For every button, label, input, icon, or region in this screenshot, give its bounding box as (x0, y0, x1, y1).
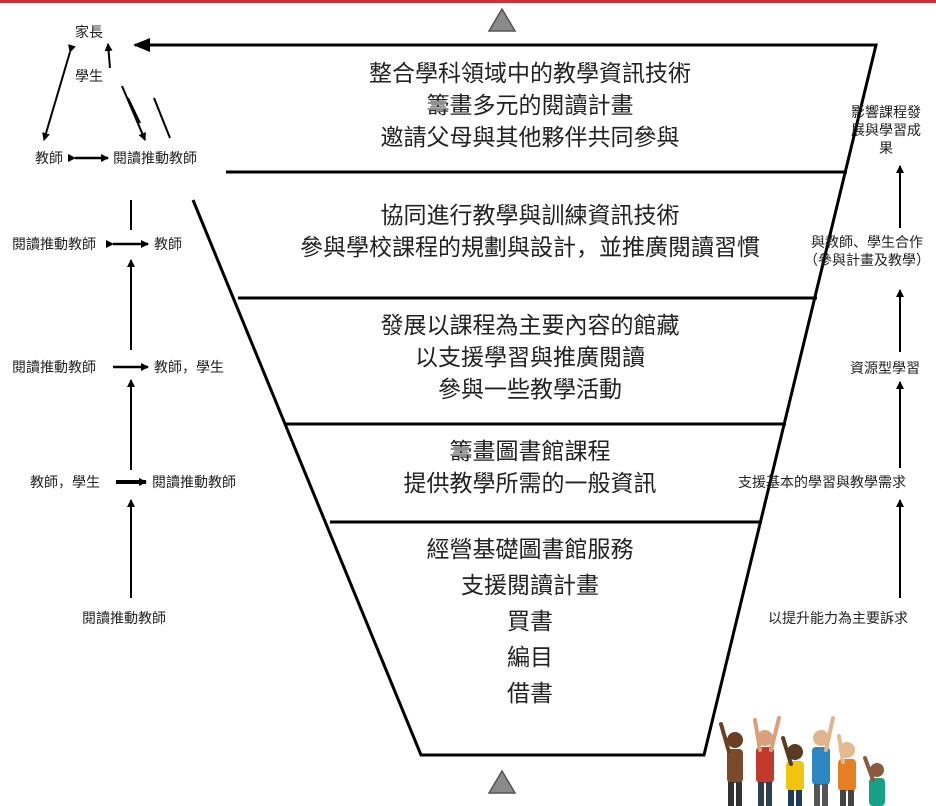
pyramid-level-2: 協同進行教學與訓練資訊技術 參與學校課程的規劃與設計，並推廣閱讀習慣 (230, 200, 830, 264)
slash-mark-2 (153, 97, 171, 139)
pyramid-level-4: 籌畫圖書館課程 提供教學所需的一般資訊 (230, 436, 830, 500)
right-label-1-line-2: 展與學習成 (851, 123, 921, 139)
level-4-line-1: 籌畫圖書館課程 (449, 439, 611, 465)
arrow-parent-teacher (42, 44, 76, 141)
label-l4-source: 教師，學生 (30, 475, 100, 491)
right-label-4: 支援基本的學習與教學需求 (738, 475, 906, 491)
label-student: 學生 (75, 69, 103, 85)
label-l1-teacher: 教師 (35, 151, 63, 167)
pyramid-top-arrowhead (133, 38, 150, 52)
level-3-line-3: 參與一些教學活動 (438, 377, 622, 403)
level-5-line-4: 編目 (507, 645, 553, 671)
level-1-line-3: 邀請父母與其他夥伴共同參與 (380, 125, 680, 151)
level-5-line-2: 支援閱讀計畫 (461, 573, 599, 599)
level-5-line-3: 買書 (507, 609, 553, 635)
top-accent-bar (0, 0, 936, 3)
level-5-line-1: 經營基礎圖書館服務 (426, 537, 634, 563)
label-l2-teacher: 教師 (154, 237, 182, 253)
level-1-line-2: 籌畫多元的閱讀計畫 (426, 93, 634, 119)
level-2-line-2: 參與學校課程的規劃與設計，並推廣閱讀習慣 (300, 235, 760, 261)
slash-mark-1 (127, 97, 141, 124)
right-label-2-line-1: 與教師、學生合作 (811, 235, 923, 251)
right-label-2-line-2: （參與計畫及教學） (804, 253, 930, 269)
bottom-triangle-icon (487, 769, 517, 794)
right-label-3: 資源型學習 (850, 361, 920, 377)
label-l2-promoter: 閱讀推動教師 (12, 237, 96, 253)
pyramid-level-5: 經營基礎圖書館服務 支援閱讀計畫 買書 編目 借書 (230, 532, 830, 712)
level-2-line-1: 協同進行教學與訓練資訊技術 (380, 203, 680, 229)
label-parent: 家長 (75, 25, 103, 41)
label-l4-target: 閱讀推動教師 (152, 475, 236, 491)
level-3-line-2: 以支援學習與推廣閱讀 (415, 345, 645, 371)
label-l3-promoter: 閱讀推動教師 (12, 360, 96, 376)
label-l3-target: 教師，學生 (154, 360, 224, 376)
pyramid-level-1: 整合學科領域中的教學資訊技術 籌畫多元的閱讀計畫 邀請父母與其他夥伴共同參與 (230, 58, 830, 154)
level-4-line-2: 提供教學所需的一般資訊 (403, 471, 657, 497)
arrow-student-parent (104, 43, 113, 69)
right-label-1-line-3: 果 (879, 141, 893, 157)
right-label-5: 以提升能力為主要訴求 (768, 611, 908, 627)
label-l1-promoter: 閱讀推動教師 (113, 151, 197, 167)
children-illustration (719, 716, 885, 806)
right-label-2: 與教師、學生合作 （參與計畫及教學） (800, 234, 934, 270)
pyramid-level-3: 發展以課程為主要內容的館藏 以支援學習與推廣閱讀 參與一些教學活動 (230, 310, 830, 406)
right-label-1: 影響課程發 展與學習成 果 (838, 104, 934, 158)
arrow-student-promoter (121, 85, 146, 141)
right-label-1-line-1: 影響課程發 (851, 105, 921, 121)
level-5-line-5: 借書 (507, 681, 553, 707)
top-triangle-icon (487, 7, 517, 32)
level-1-line-1: 整合學科領域中的教學資訊技術 (369, 61, 691, 87)
label-l5: 閱讀推動教師 (82, 611, 166, 627)
level-3-line-1: 發展以課程為主要內容的館藏 (380, 313, 680, 339)
